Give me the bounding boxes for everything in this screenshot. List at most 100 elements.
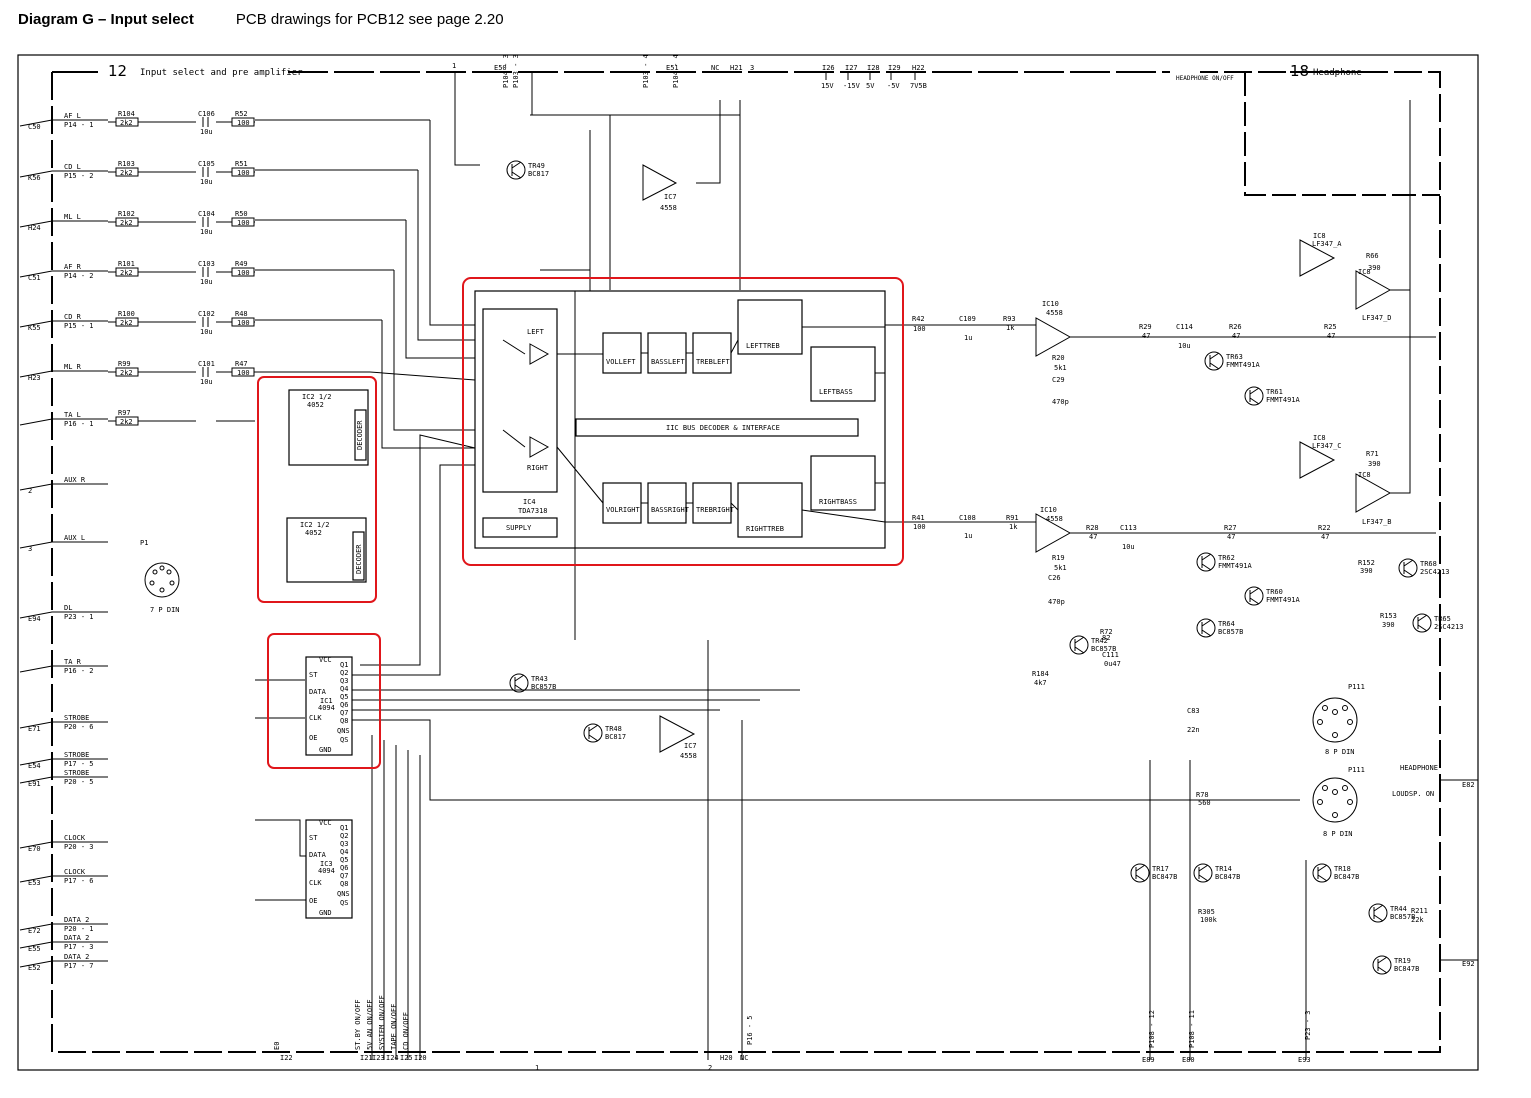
input-ref-label: K56: [28, 174, 41, 182]
input-ref-label: E72: [28, 927, 41, 935]
svg-text:Q2: Q2: [340, 832, 348, 840]
transistor-ref: TR14: [1215, 865, 1232, 873]
transistor-part: FMMT491A: [1218, 562, 1253, 570]
svg-text:GND: GND: [319, 746, 332, 754]
headphone-onoff-label: HEADPHONE ON/OFF: [1176, 75, 1234, 82]
input-resistor-ref: R101: [118, 260, 135, 268]
ic3-4094: VCC ST DATA IC3 4094 CLK OE GND Q1 Q2 Q3…: [305, 819, 353, 919]
svg-text:Q6: Q6: [340, 864, 348, 872]
svg-text:TDA7318: TDA7318: [518, 507, 548, 515]
svg-text:1u: 1u: [964, 532, 972, 540]
svg-text:I21: I21: [360, 1054, 373, 1062]
svg-text:H20: H20: [720, 1054, 733, 1062]
section-18-boundary: [1244, 72, 1440, 196]
transistor-part: BC817: [528, 170, 549, 178]
svg-text:ST: ST: [309, 671, 318, 679]
input-ref-label: E71: [28, 725, 41, 733]
svg-text:1: 1: [535, 1064, 539, 1072]
transistor-part: BC817: [605, 733, 626, 741]
input-line: [19, 418, 108, 426]
input-resistor-value: 2k2: [120, 418, 133, 426]
section-12-title: Input select and pre amplifier: [140, 68, 303, 78]
input-ref-label: E53: [28, 879, 41, 887]
svg-text:47: 47: [1227, 533, 1235, 541]
svg-text:Q2: Q2: [340, 669, 348, 677]
input-resistor-value: 2k2: [120, 319, 133, 327]
transistor-ref: TR64: [1218, 620, 1235, 628]
svg-text:IC8: IC8: [1358, 268, 1371, 276]
svg-text:R71: R71: [1366, 450, 1379, 458]
input-pin-label: P14 - 2: [64, 272, 94, 280]
input-ref-label: K55: [28, 324, 41, 332]
input-line: [19, 941, 108, 949]
svg-text:Q3: Q3: [340, 677, 348, 685]
svg-text:7V5B: 7V5B: [910, 82, 927, 90]
coupling-cap-ref: C102: [198, 310, 215, 318]
svg-text:R41: R41: [912, 514, 925, 522]
input-resistor-value: 2k2: [120, 219, 133, 227]
input-line: [19, 370, 108, 378]
din7-label: 7 P DIN: [150, 606, 180, 614]
svg-text:IIC BUS DECODER & INTERFACE: IIC BUS DECODER & INTERFACE: [666, 424, 780, 432]
svg-text:QS: QS: [340, 899, 348, 907]
transistor-ref: TR18: [1334, 865, 1351, 873]
section-12-number: 12: [108, 62, 127, 80]
svg-text:4k7: 4k7: [1034, 679, 1047, 687]
svg-text:5k1: 5k1: [1054, 564, 1067, 572]
transistor-ref: TR49: [528, 162, 545, 170]
sheet-border: [17, 54, 1479, 1071]
highlight-ic2: [257, 376, 377, 603]
svg-text:LEFT: LEFT: [527, 328, 545, 336]
transistor-symbol: [1249, 387, 1260, 405]
transistor-ref: TR60: [1266, 588, 1283, 596]
svg-text:QNS: QNS: [337, 890, 350, 898]
svg-text:1u: 1u: [964, 334, 972, 342]
coupling-cap-value: 10u: [200, 178, 213, 186]
input-ref-label: E54: [28, 762, 41, 770]
input-line: [19, 119, 108, 127]
svg-text:C111: C111: [1102, 651, 1119, 659]
transistor-body: [1069, 635, 1089, 655]
input-line: [19, 220, 108, 228]
svg-text:390: 390: [1368, 264, 1381, 272]
svg-text:I23: I23: [372, 1054, 385, 1062]
input-ref-label: E94: [28, 615, 41, 623]
svg-text:IC7: IC7: [664, 193, 677, 201]
svg-text:4094: 4094: [318, 704, 335, 712]
series-resistor-value: 100: [237, 369, 250, 377]
din8-connector-lower: [1312, 777, 1358, 823]
transistor-symbol: [1135, 864, 1146, 882]
series-resistor-ref: R47: [235, 360, 248, 368]
ic1-4094: VCC ST DATA IC1 4094 CLK OE GND Q1 Q2 Q3…: [305, 656, 353, 756]
supply-labels: 15V -15V 5V -5V 7V5B: [821, 82, 927, 90]
coupling-cap: [202, 117, 209, 127]
transistor-part: BC847B: [1152, 873, 1177, 881]
svg-text:Q8: Q8: [340, 880, 348, 888]
svg-text:IC1: IC1: [320, 697, 333, 705]
p111-label-2: P111: [1348, 766, 1365, 774]
transistor-body: [1196, 552, 1216, 572]
svg-text:IC10: IC10: [1042, 300, 1059, 308]
svg-text:Q7: Q7: [340, 872, 348, 880]
svg-text:R93: R93: [1003, 315, 1016, 323]
input-pin-label: P20 - 6: [64, 723, 94, 731]
transistor-part: BC857B: [531, 683, 556, 691]
transistor-ref: TR43: [531, 675, 548, 683]
transistor-part: BC857B: [1091, 645, 1116, 653]
svg-text:I26: I26: [822, 64, 835, 72]
svg-text:I22: I22: [280, 1054, 293, 1062]
series-resistor: [231, 317, 255, 327]
svg-text:470p: 470p: [1052, 398, 1069, 406]
svg-text:Q3: Q3: [340, 840, 348, 848]
input-line: [19, 665, 108, 673]
svg-text:R20: R20: [1052, 354, 1065, 362]
svg-text:CLK: CLK: [309, 714, 322, 722]
svg-text:IC8: IC8: [1313, 232, 1326, 240]
svg-text:E0: E0: [273, 1042, 281, 1050]
svg-text:C29: C29: [1052, 376, 1065, 384]
series-resistor-value: 100: [237, 119, 250, 127]
din7-ref: P1: [140, 539, 148, 547]
svg-text:R72: R72: [1100, 628, 1113, 636]
